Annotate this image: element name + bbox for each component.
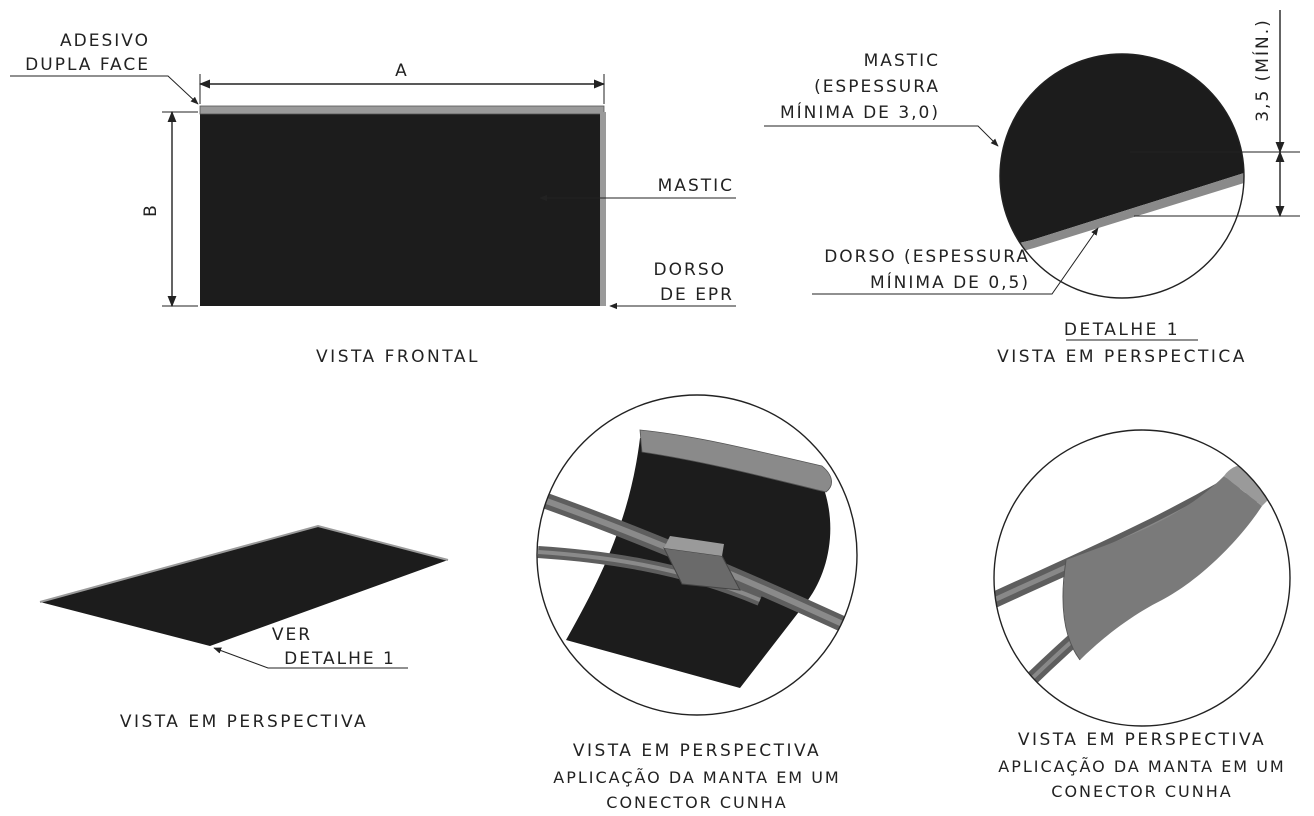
adhesive-label-1: ADESIVO	[60, 31, 150, 51]
application-view-2: VISTA EM PERSPECTIVA APLICAÇÃO DA MANTA …	[993, 429, 1291, 801]
app2-circle	[993, 429, 1291, 727]
dim-b-label: B	[141, 203, 161, 217]
back-label-2: DE EPR	[660, 285, 734, 305]
detail-mastic-2: (ESPESSURA	[814, 77, 940, 97]
app1-caption-2: APLICAÇÃO DA MANTA EM UM	[553, 768, 840, 787]
app2-caption-2: APLICAÇÃO DA MANTA EM UM	[998, 757, 1285, 776]
detail-back-2: MÍNIMA DE 0,5)	[870, 271, 1030, 293]
detail-view: 3,5 (MÍN.) MASTIC (ESPESSURA MÍNIMA DE 3…	[764, 10, 1300, 367]
detail-circle	[999, 53, 1245, 299]
adhesive-strip	[199, 105, 605, 115]
detail-mastic	[1000, 54, 1244, 250]
perspective-view: VER DETALHE 1 VISTA EM PERSPECTIVA	[39, 524, 449, 732]
dim-a-label: A	[395, 61, 409, 81]
perspective-leader	[213, 647, 408, 669]
epr-back-strip	[600, 112, 606, 306]
back-label-1: DORSO	[654, 260, 726, 280]
detail-mastic-1: MASTIC	[864, 51, 940, 71]
app1-caption-1: VISTA EM PERSPECTIVA	[573, 741, 821, 761]
adhesive-leader	[10, 75, 199, 105]
front-view-caption: VISTA FRONTAL	[316, 347, 480, 367]
mastic-label: MASTIC	[658, 176, 734, 196]
perspective-ref-1: VER	[272, 625, 312, 645]
adhesive-label-2: DUPLA FACE	[25, 55, 150, 75]
app2-caption-1: VISTA EM PERSPECTIVA	[1018, 730, 1266, 750]
detail-back-layer	[1000, 168, 1244, 260]
thickness-label: 3,5 (MÍN.)	[1251, 18, 1273, 122]
detail-mastic-leader	[764, 125, 999, 147]
application-view-1: VISTA EM PERSPECTIVA APLICAÇÃO DA MANTA …	[536, 394, 858, 812]
app2-caption-3: CONECTOR CUNHA	[1051, 782, 1232, 801]
detail-mastic-3: MÍNIMA DE 3,0)	[780, 101, 940, 123]
front-view: A B ADESIVO DUPLA FACE MASTIC DORSO DE E…	[10, 31, 736, 367]
app2-sleeve	[1063, 476, 1262, 660]
detail-title: DETALHE 1	[1064, 320, 1180, 340]
perspective-ref-2: DETALHE 1	[284, 649, 396, 669]
perspective-sheet	[40, 526, 448, 646]
detail-back-leader	[812, 227, 1099, 295]
app1-circle	[536, 394, 858, 716]
detail-back-1: DORSO (ESPESSURA	[824, 247, 1030, 267]
detail-caption: VISTA EM PERSPECTICA	[997, 347, 1247, 367]
perspective-caption: VISTA EM PERSPECTIVA	[120, 712, 368, 732]
mastic-panel	[200, 112, 604, 306]
app1-caption-3: CONECTOR CUNHA	[606, 793, 787, 812]
